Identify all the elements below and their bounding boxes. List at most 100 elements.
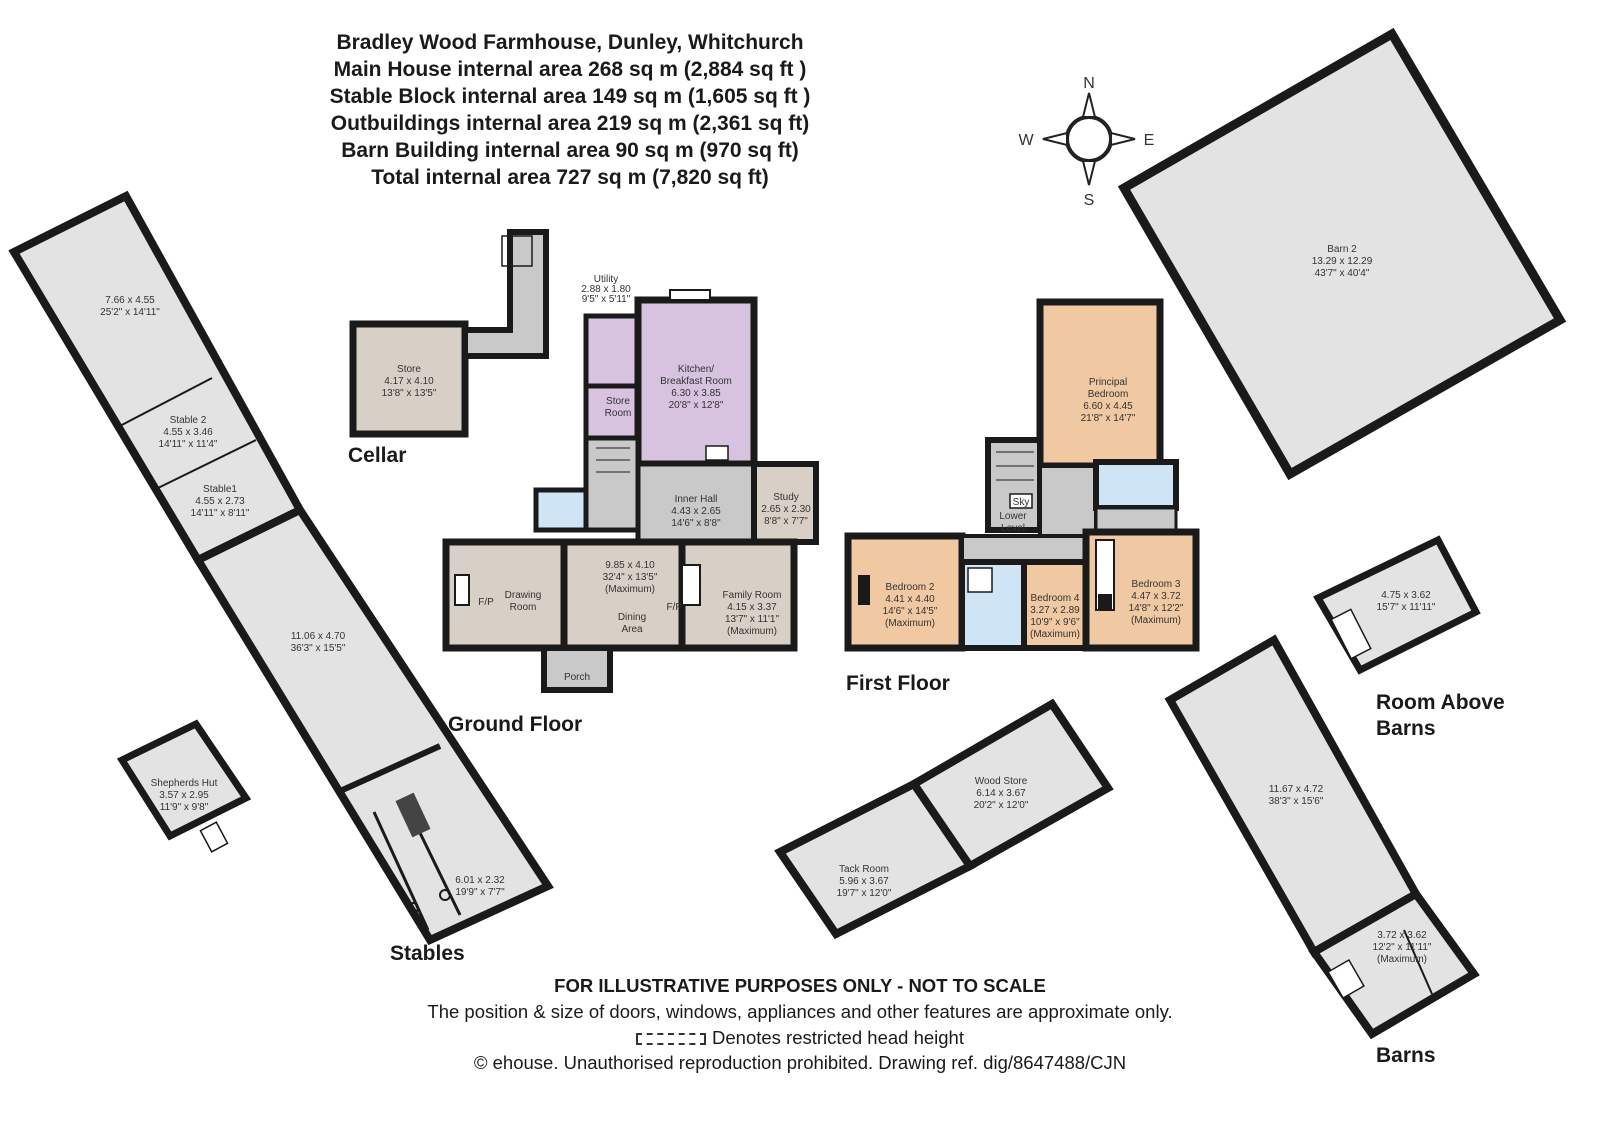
bedroom2-dims-ft: 14'6" x 14'5" xyxy=(883,606,938,617)
dining-name-2: Area xyxy=(621,624,643,635)
stable1-name: Stable1 xyxy=(203,484,237,495)
dining-dims-max: (Maximum) xyxy=(605,584,655,595)
plan-title: Bradley Wood Farmhouse, Dunley, Whitchur… xyxy=(336,31,804,54)
wood-store-dims-ft: 20'2" x 12'0" xyxy=(974,800,1029,811)
barn2-dims-ft: 43'7" x 40'4" xyxy=(1315,268,1370,279)
inner-hall-dims-ft: 14'6" x 8'8" xyxy=(671,518,721,529)
kitchen-name-1: Kitchen/ xyxy=(678,364,714,375)
floor-label-room-above: Room Above xyxy=(1376,691,1505,714)
shepherds-hut xyxy=(116,719,252,853)
utility-dims-m: 2.88 x 1.80 xyxy=(581,284,631,295)
disclaimer-note: The position & size of doors, windows, a… xyxy=(427,1001,1173,1022)
barn-small-dims-ft: 12'2" x 11'11" xyxy=(1373,942,1432,953)
floor-label-barns-a: Barns xyxy=(1376,717,1436,740)
copyright-notice: © ehouse. Unauthorised reproduction proh… xyxy=(473,1052,1127,1073)
bedroom2-dims-max: (Maximum) xyxy=(885,618,935,629)
store-room-name-1: Store xyxy=(606,396,630,407)
stable2-dims-m: 4.55 x 3.46 xyxy=(163,427,213,438)
bedroom2-name: Bedroom 2 xyxy=(886,582,935,593)
compass-west: W xyxy=(1018,132,1034,149)
utility-dims-ft: 9'5" x 5'11" xyxy=(582,294,631,305)
study-dims-ft: 8'8" x 7'7" xyxy=(764,516,808,527)
dining-dims-m: 9.85 x 4.10 xyxy=(605,560,655,571)
lower-level-2: Level xyxy=(1001,523,1025,534)
dashed-line-legend-icon xyxy=(636,1033,707,1046)
family-room-dims-ft: 13'7" x 11'1" xyxy=(725,614,780,625)
family-room-name: Family Room xyxy=(723,590,782,601)
stable2-dims-ft: 14'11" x 11'4" xyxy=(159,439,218,450)
restricted-height-legend: Denotes restricted head height xyxy=(0,1027,1600,1049)
study-name: Study xyxy=(773,492,799,503)
compass-south: S xyxy=(1084,192,1095,209)
compass-east: E xyxy=(1144,132,1155,149)
cellar-plan xyxy=(349,229,549,438)
room-above-dims-ft: 15'7" x 11'11" xyxy=(1377,602,1436,613)
kitchen-name-2: Breakfast Room xyxy=(660,376,732,387)
stable-wc-dims-ft: 19'9" x 7'7" xyxy=(455,887,505,898)
principal-name-1: Principal xyxy=(1089,377,1127,388)
wood-store-name: Wood Store xyxy=(975,776,1028,787)
bedroom4-dims-ft: 10'9" x 9'6" xyxy=(1030,617,1080,628)
barn-small-dims-m: 3.72 x 3.62 xyxy=(1377,930,1427,941)
inner-hall-name: Inner Hall xyxy=(675,494,718,505)
porch-name: Porch xyxy=(564,672,590,683)
room-above-dims-m: 4.75 x 3.62 xyxy=(1381,590,1431,601)
bedroom3-dims-m: 4.47 x 3.72 xyxy=(1131,591,1181,602)
bedroom2-dims-m: 4.41 x 4.40 xyxy=(885,594,935,605)
stable-big-dims-ft: 36'3" x 15'5" xyxy=(291,643,346,654)
bedroom3-name: Bedroom 3 xyxy=(1132,579,1181,590)
utility-name: Utility xyxy=(594,274,618,285)
tack-room-dims-ft: 19'7" x 12'0" xyxy=(837,888,892,899)
stable-wc-dims-m: 6.01 x 2.32 xyxy=(455,875,505,886)
room-above-barns-plan xyxy=(1313,535,1481,675)
bedroom3-dims-max: (Maximum) xyxy=(1131,615,1181,626)
floor-label-barns-b: Barns xyxy=(1376,1044,1436,1067)
area-main-house: Main House internal area 268 sq m (2,884… xyxy=(333,58,807,81)
stable1-dims-m: 4.55 x 2.73 xyxy=(195,496,245,507)
tack-room-name: Tack Room xyxy=(839,864,889,875)
bedroom3-dims-ft: 14'8" x 12'2" xyxy=(1129,603,1184,614)
tack-wood-store-plan xyxy=(774,698,1114,940)
stable1-dims-ft: 14'11" x 8'11" xyxy=(191,508,250,519)
dining-fireplace: F/P xyxy=(666,602,682,613)
principal-dims-m: 6.60 x 4.45 xyxy=(1083,401,1133,412)
barn-big-dims-ft: 38'3" x 15'6" xyxy=(1269,796,1324,807)
barn-big-dims-m: 11.67 x 4.72 xyxy=(1269,784,1324,795)
study-dims-m: 2.65 x 2.30 xyxy=(761,504,811,515)
principal-name-2: Bedroom xyxy=(1088,389,1129,400)
first-floor-plan xyxy=(844,298,1200,652)
legend-text: Denotes restricted head height xyxy=(712,1027,964,1048)
stables-block xyxy=(8,190,554,946)
stable2-name: Stable 2 xyxy=(170,415,207,426)
shepherds-hut-name: Shepherds Hut xyxy=(151,778,218,789)
floor-label-ground: Ground Floor xyxy=(448,713,582,736)
store-name: Store xyxy=(397,364,421,375)
ground-floor-plan xyxy=(442,289,819,693)
kitchen-dims-ft: 20'8" x 12'8" xyxy=(669,400,724,411)
family-room-dims-m: 4.15 x 3.37 xyxy=(727,602,777,613)
bedroom4-dims-m: 3.27 x 2.89 xyxy=(1030,605,1080,616)
tack-room-dims-m: 5.96 x 3.67 xyxy=(839,876,889,887)
stable-top-dims-m: 7.66 x 4.55 xyxy=(105,295,155,306)
floor-label-cellar: Cellar xyxy=(348,444,406,467)
shepherds-hut-dims-ft: 11'9" x 9'8" xyxy=(160,802,209,813)
compass-north: N xyxy=(1083,75,1095,92)
barn2-plan xyxy=(1117,27,1567,481)
barn-small-dims-max: (Maximum) xyxy=(1377,954,1427,965)
wood-store-dims-m: 6.14 x 3.67 xyxy=(976,788,1026,799)
principal-dims-ft: 21'8" x 14'7" xyxy=(1081,413,1136,424)
stable-big-dims-m: 11.06 x 4.70 xyxy=(291,631,346,642)
sky-label: Sky xyxy=(1013,497,1030,508)
store-room-name-2: Room xyxy=(605,408,632,419)
drawing-room-name-1: Drawing xyxy=(505,590,542,601)
dining-dims-ft: 32'4" x 13'5" xyxy=(603,572,658,583)
inner-hall-dims-m: 4.43 x 2.65 xyxy=(671,506,721,517)
drawing-room-fireplace: F/P xyxy=(478,597,494,608)
barns-plan xyxy=(1164,634,1480,1040)
shepherds-hut-dims-m: 3.57 x 2.95 xyxy=(159,790,209,801)
area-total: Total internal area 727 sq m (7,820 sq f… xyxy=(371,166,769,189)
drawing-room-name-2: Room xyxy=(510,602,537,613)
barn2-dims-m: 13.29 x 12.29 xyxy=(1312,256,1373,267)
disclaimer-heading: FOR ILLUSTRATIVE PURPOSES ONLY - NOT TO … xyxy=(554,975,1046,996)
